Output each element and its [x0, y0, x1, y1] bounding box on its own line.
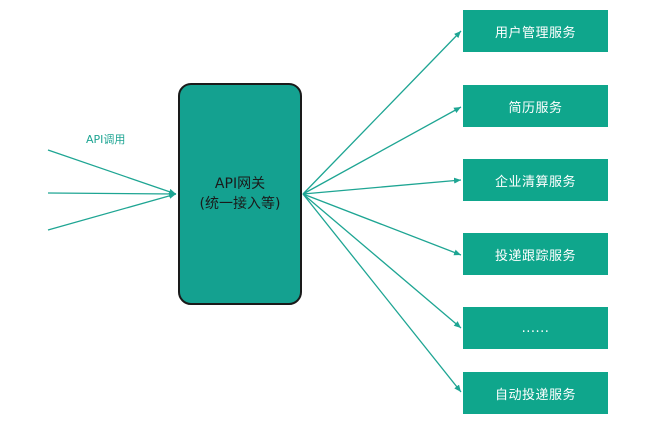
service-label: 投递跟踪服务	[494, 248, 576, 264]
service-label: 简历服务	[508, 100, 563, 116]
service-box-enterprise-settlement: 企业清算服务	[463, 159, 608, 201]
outgoing-arrow	[302, 177, 462, 195]
outgoing-arrow	[302, 193, 462, 393]
service-label: ......	[521, 320, 550, 336]
service-box-user-management: 用户管理服务	[463, 10, 608, 52]
incoming-arrow	[47, 193, 177, 231]
service-label: 用户管理服务	[494, 25, 576, 41]
service-box-auto-delivery: 自动投递服务	[463, 372, 608, 414]
outgoing-arrow	[302, 193, 462, 256]
incoming-arrows	[47, 149, 177, 231]
service-box-resume: 简历服务	[463, 85, 608, 127]
outgoing-arrows	[302, 30, 462, 393]
gateway-subtitle: (统一接入等)	[199, 196, 281, 212]
outgoing-arrow	[302, 193, 462, 329]
service-label: 企业清算服务	[494, 174, 576, 190]
api-gateway-box: API网关 (统一接入等)	[178, 83, 302, 305]
service-label: 自动投递服务	[494, 387, 576, 403]
incoming-arrow	[47, 149, 177, 195]
incoming-arrow	[47, 190, 177, 197]
gateway-title: API网关	[214, 176, 266, 192]
outgoing-arrow	[302, 30, 462, 195]
outgoing-arrow	[302, 106, 462, 195]
service-box-ellipsis: ......	[463, 307, 608, 349]
api-call-label: API调用	[86, 133, 126, 146]
service-box-delivery-tracking: 投递跟踪服务	[463, 233, 608, 275]
